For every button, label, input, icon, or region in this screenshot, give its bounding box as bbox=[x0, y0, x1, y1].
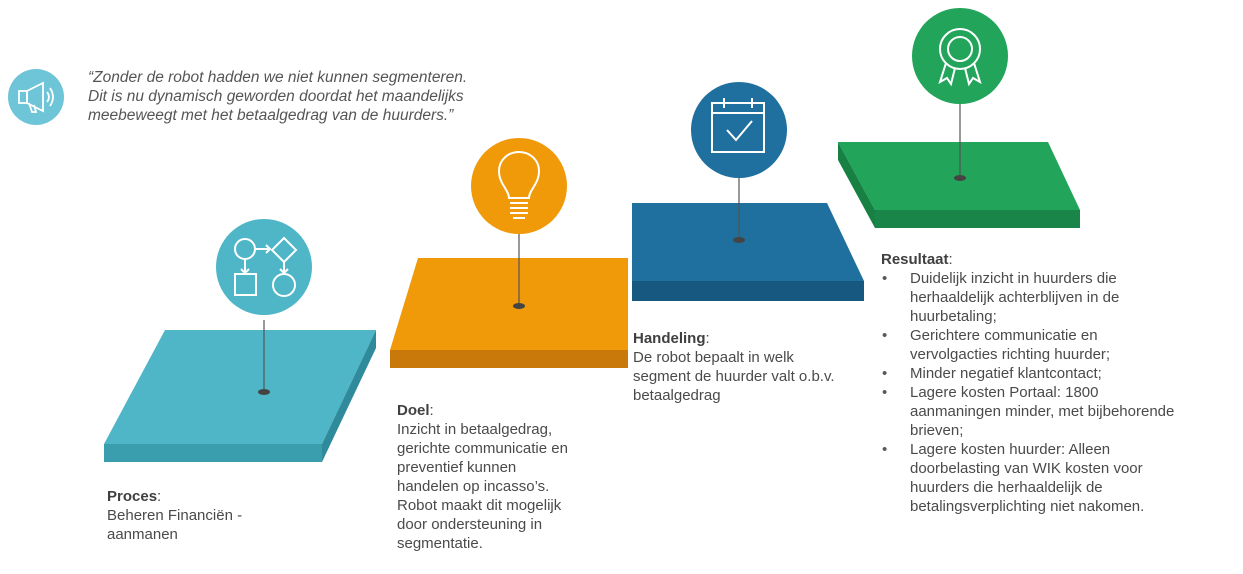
caption-doel-body: Inzicht in betaalgedrag, gerichte commun… bbox=[397, 421, 568, 552]
platform-handeling-front bbox=[632, 281, 864, 301]
platform-resultaat-front bbox=[875, 210, 1080, 228]
caption-proces-title: Proces bbox=[107, 488, 158, 505]
platform-handeling bbox=[632, 203, 864, 301]
list-item: Duidelijk inzicht in huurders die herhaa… bbox=[881, 269, 1241, 326]
quote-icon-badge bbox=[7, 68, 65, 126]
platform-resultaat bbox=[838, 142, 1080, 228]
quote-line: Dit is nu dynamisch geworden doordat het… bbox=[88, 88, 464, 105]
platform-doel-top bbox=[390, 258, 628, 350]
circle-proces bbox=[216, 219, 312, 315]
caption-doel-title: Doel bbox=[397, 402, 430, 419]
pin-doel bbox=[513, 232, 525, 309]
caption-handeling-title: Handeling bbox=[633, 330, 706, 347]
circle-handeling bbox=[691, 82, 787, 178]
caption-proces-body: Beheren Financiën - aanmanen bbox=[107, 507, 243, 543]
list-item: Gerichtere communicatie en vervolgacties… bbox=[881, 326, 1241, 364]
pin-proces bbox=[258, 320, 270, 395]
list-item: Lagere kosten huurder: Alleen doorbelast… bbox=[881, 440, 1241, 516]
caption-handeling-body: De robot bepaalt in welk segment de huur… bbox=[633, 349, 835, 404]
platform-proces-top bbox=[104, 330, 376, 444]
pin-doel-base bbox=[513, 303, 525, 309]
award-ribbon-icon bbox=[938, 28, 982, 87]
circle-doel bbox=[471, 138, 567, 234]
platform-proces-front bbox=[104, 444, 322, 462]
platform-proces bbox=[104, 330, 376, 462]
quote-line: “Zonder de robot hadden we niet kunnen s… bbox=[88, 69, 468, 86]
result-list: Duidelijk inzicht in huurders die herhaa… bbox=[881, 269, 1241, 516]
platform-handeling-top bbox=[632, 203, 864, 281]
caption-handeling: Handeling: De robot bepaalt in welk segm… bbox=[633, 329, 873, 405]
list-item: Minder negatief klantcontact; bbox=[881, 364, 1241, 383]
quote-line: meebeweegt met het betaalgedrag van de h… bbox=[88, 107, 454, 124]
megaphone-icon bbox=[8, 69, 64, 125]
pin-handeling-base bbox=[733, 237, 745, 243]
pin-resultaat-base bbox=[954, 175, 966, 181]
caption-resultaat: Resultaat: Duidelijk inzicht in huurders… bbox=[881, 250, 1241, 516]
lightbulb-icon bbox=[497, 150, 541, 219]
platform-proces-side-right bbox=[322, 330, 376, 462]
testimonial-quote: “Zonder de robot hadden we niet kunnen s… bbox=[88, 68, 548, 125]
caption-resultaat-title: Resultaat bbox=[881, 251, 949, 268]
caption-doel: Doel: Inzicht in betaalgedrag, gerichte … bbox=[397, 401, 617, 553]
flowchart-icon bbox=[234, 236, 298, 297]
pin-proces-base bbox=[258, 389, 270, 395]
pin-resultaat bbox=[954, 104, 966, 181]
list-item: Lagere kosten Portaal: 1800 aanmaningen … bbox=[881, 383, 1241, 440]
platform-doel-front bbox=[390, 350, 628, 368]
calendar-check-icon bbox=[711, 98, 765, 153]
circle-resultaat bbox=[912, 8, 1008, 104]
pin-handeling bbox=[733, 178, 745, 243]
platform-doel bbox=[390, 258, 628, 368]
platform-resultaat-side-left bbox=[838, 142, 875, 228]
caption-proces: Proces: Beheren Financiën - aanmanen bbox=[107, 487, 307, 544]
